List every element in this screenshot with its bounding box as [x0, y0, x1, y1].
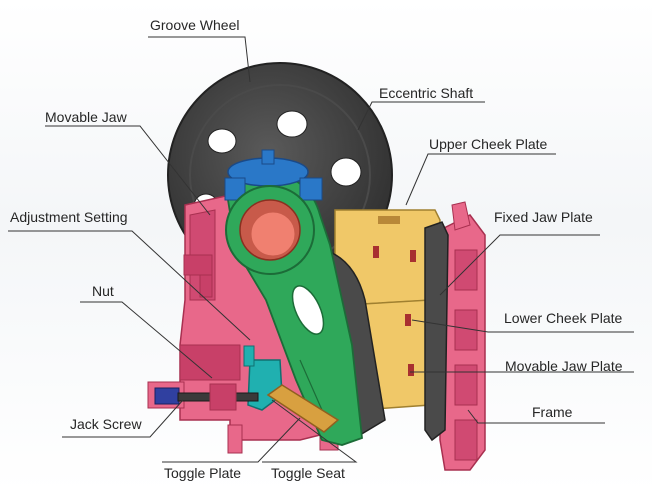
label-upper-cheek-plate: Upper Cheek Plate — [429, 136, 548, 152]
frame-right — [439, 201, 486, 471]
label-eccentric-shaft: Eccentric Shaft — [379, 85, 474, 101]
leader-lines — [8, 36, 634, 463]
label-movable-jaw-plate: Movable Jaw Plate — [505, 358, 623, 374]
label-movable-jaw: Movable Jaw — [45, 109, 127, 125]
fixed-jaw-plate-shape — [424, 221, 449, 442]
label-groove-wheel: Groove Wheel — [150, 17, 240, 33]
label-jack-screw: Jack Screw — [70, 416, 142, 432]
label-fixed-jaw-plate: Fixed Jaw Plate — [494, 209, 593, 225]
toggle-assembly — [147, 345, 340, 433]
label-frame: Frame — [532, 404, 573, 420]
bearing-housing — [224, 149, 323, 201]
label-nut: Nut — [92, 283, 114, 299]
label-toggle-seat: Toggle Seat — [271, 465, 345, 481]
label-lower-cheek-plate: Lower Cheek Plate — [504, 310, 623, 326]
label-toggle-plate: Toggle Plate — [164, 465, 242, 481]
eccentric-shaft-shape — [225, 185, 315, 275]
label-adjustment-setting: Adjustment Setting — [10, 209, 128, 225]
